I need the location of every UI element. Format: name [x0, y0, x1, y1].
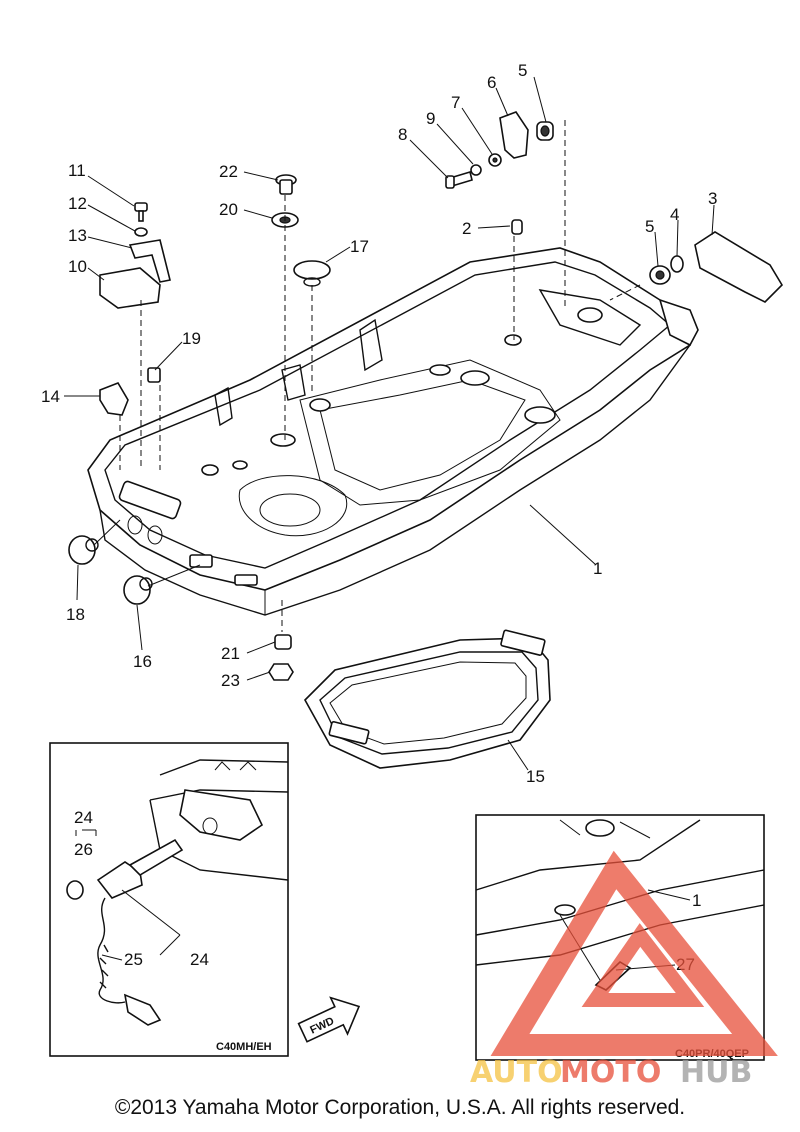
part-26-cap [66, 880, 84, 900]
part-7-washer [488, 153, 502, 167]
watermark-part1: AUTO [470, 1055, 563, 1090]
watermark-part3: HUB [680, 1055, 752, 1090]
callout-10: 10 [68, 257, 87, 276]
bottom-cowling [87, 247, 699, 616]
part-9-washer [470, 164, 482, 176]
callout-12: 12 [68, 194, 87, 213]
callout-19: 19 [182, 329, 201, 348]
part-15-gasket [304, 629, 551, 769]
part-16-plug [123, 575, 153, 605]
part-21-collar [274, 634, 292, 650]
callout-2: 2 [462, 219, 471, 238]
callout-7: 7 [451, 93, 460, 112]
inset-right-label-1: 1 [692, 891, 701, 910]
assembly-lines [119, 120, 641, 632]
inset-label-26: 26 [74, 840, 93, 859]
watermark-part2: MOTO [560, 1055, 661, 1090]
part-23-nut [268, 663, 294, 681]
part-11-screw [134, 202, 148, 222]
callout-8: 8 [398, 125, 407, 144]
part-22-bolt [275, 174, 297, 195]
callout-22: 22 [219, 162, 238, 181]
callout-numbers: 5 6 7 9 8 2 3 4 5 11 12 13 10 19 14 22 2… [41, 61, 717, 786]
part-5-collar-top [536, 121, 554, 141]
inset-left-model: C40MH/EH [216, 1041, 272, 1053]
callout-17: 17 [350, 237, 369, 256]
callout-14: 14 [41, 387, 60, 406]
part-14-grommet [99, 382, 129, 416]
callout-21: 21 [221, 644, 240, 663]
part-2-pin [511, 219, 523, 235]
callout-1: 1 [593, 559, 602, 578]
callout-5-right: 5 [645, 217, 654, 236]
inset-label-25: 25 [124, 950, 143, 969]
callout-13: 13 [68, 226, 87, 245]
part-10-switch [99, 267, 161, 309]
inset-label-24-top: 24 [74, 808, 93, 827]
callout-11: 11 [68, 161, 86, 180]
part-18-plug [68, 535, 99, 565]
callout-18: 18 [66, 605, 85, 624]
callout-16: 16 [133, 652, 152, 671]
callout-15: 15 [526, 767, 545, 786]
part-8-bolt [445, 170, 473, 189]
part-17-grommet [293, 260, 331, 287]
part-3-handle [694, 231, 784, 303]
copyright-notice: ©2013 Yamaha Motor Corporation, U.S.A. A… [114, 1096, 686, 1119]
inset-left: 24 26 25 24 FWD C40MH/EH [49, 742, 361, 1057]
part-4-washer [670, 255, 684, 273]
callout-4: 4 [670, 205, 679, 224]
part-6-lever-bracket [499, 111, 529, 159]
callout-5-top: 5 [518, 61, 527, 80]
automotohub-watermark: AUTO MOTO HUB [470, 850, 778, 1090]
callout-3: 3 [708, 189, 717, 208]
callout-20: 20 [219, 200, 238, 219]
part-5-collar-right [649, 265, 671, 285]
part-13-bracket [128, 239, 171, 283]
fwd-arrow-icon: FWD [297, 996, 361, 1043]
part-12-washer [134, 227, 148, 237]
inset-label-24-bottom: 24 [190, 950, 209, 969]
callout-9: 9 [426, 109, 435, 128]
callout-23: 23 [221, 671, 240, 690]
leader-lines [64, 76, 715, 771]
callout-6: 6 [487, 73, 496, 92]
part-19-clip [147, 367, 161, 383]
inset-left-frame [49, 742, 289, 1057]
